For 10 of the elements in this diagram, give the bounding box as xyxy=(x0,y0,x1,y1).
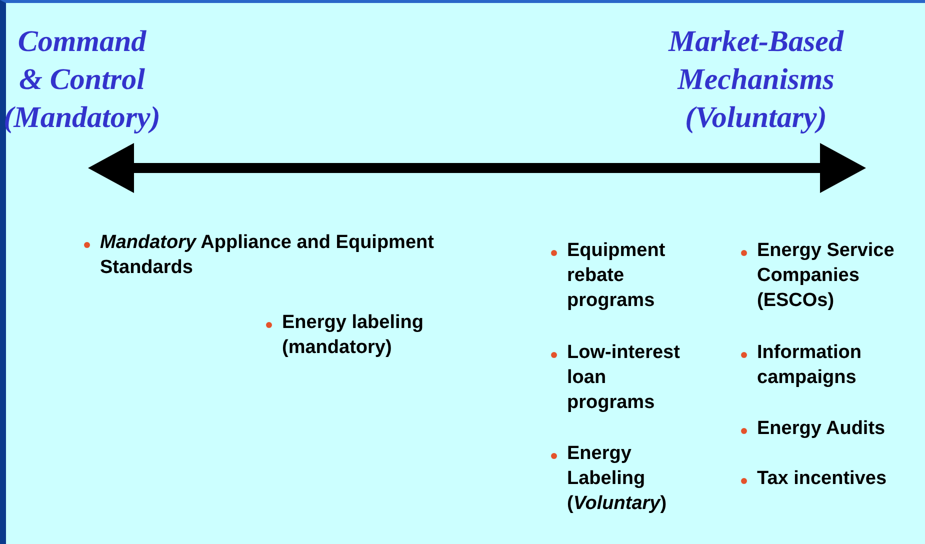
list-item: Mandatory Appliance and Equipment Standards xyxy=(100,231,435,280)
list-item: Energy Audits xyxy=(757,417,886,441)
list-item: Energy Labeling (Voluntary) xyxy=(567,442,668,516)
list-item: Equipment rebate programs xyxy=(567,239,666,313)
list-item: Low-interest loan programs xyxy=(567,341,681,415)
list-item: Energy labeling (mandatory) xyxy=(282,311,424,360)
list-item: Energy Service Companies (ESCOs) xyxy=(757,239,896,313)
spectrum-heading: Market-Based Mechanisms (Voluntary) xyxy=(667,24,845,136)
list-item: Information campaigns xyxy=(757,341,862,390)
list-item: Tax incentives xyxy=(757,467,888,491)
